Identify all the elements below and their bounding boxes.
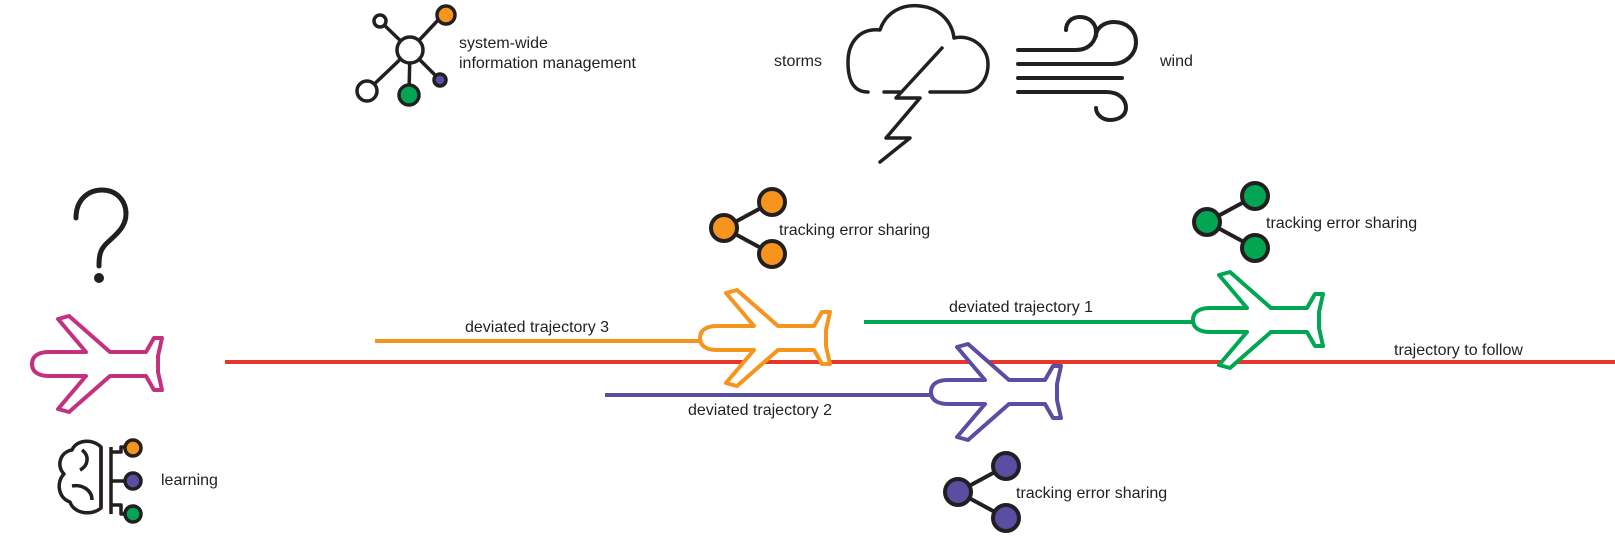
trajectory-3-label: deviated trajectory 3 bbox=[465, 319, 610, 336]
wind-icon bbox=[1016, 14, 1139, 123]
question-mark-icon bbox=[73, 187, 129, 283]
share-nodes-purple-icon bbox=[943, 451, 1021, 533]
airplane-1-icon bbox=[1191, 270, 1325, 370]
storm-cloud-icon bbox=[846, 3, 990, 164]
storms-label: storms bbox=[774, 53, 822, 70]
sharing-green-label: tracking error sharing bbox=[1266, 215, 1418, 232]
sharing-purple-label: tracking error sharing bbox=[1016, 485, 1168, 502]
network-hub-icon bbox=[355, 4, 457, 107]
swim-label: system-wide information management bbox=[459, 35, 636, 72]
share-nodes-orange-icon bbox=[709, 187, 787, 269]
trajectory-1-label: deviated trajectory 1 bbox=[949, 299, 1094, 316]
sharing-orange-label: tracking error sharing bbox=[779, 222, 931, 239]
lead-airplane-icon bbox=[30, 314, 164, 414]
airplane-2-icon bbox=[929, 342, 1063, 442]
brain-network-icon bbox=[57, 438, 143, 524]
trajectory-to-follow-label: trajectory to follow bbox=[1394, 342, 1523, 359]
airplane-3-icon bbox=[698, 288, 832, 388]
learning-label: learning bbox=[161, 472, 218, 489]
trajectory-2-label: deviated trajectory 2 bbox=[688, 402, 833, 419]
share-nodes-green-icon bbox=[1192, 181, 1270, 263]
wind-label: wind bbox=[1160, 53, 1193, 70]
